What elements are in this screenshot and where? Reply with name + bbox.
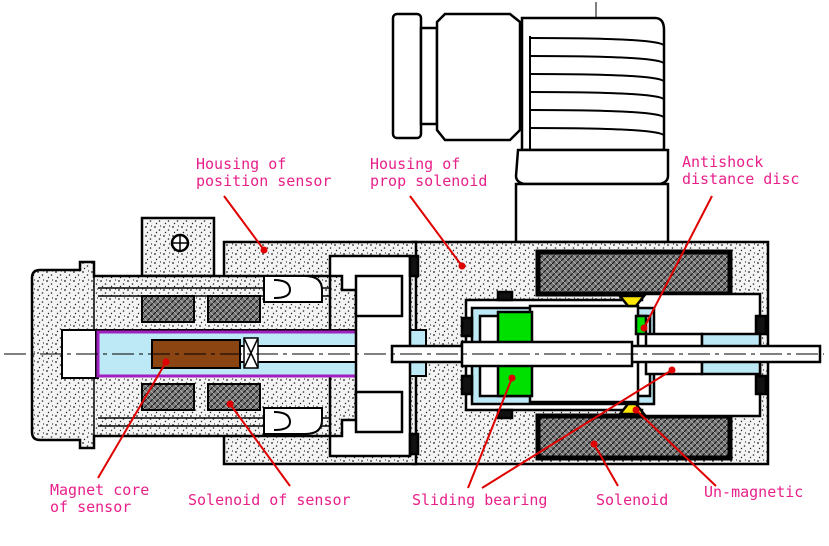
label-solenoid-of-sensor: Solenoid of sensor — [188, 491, 351, 509]
connector-plug — [391, 2, 670, 248]
label-housing-prop-solenoid-line2: prop solenoid — [370, 172, 488, 190]
label-housing-position-sensor-line1: Housing of — [196, 155, 287, 173]
label-antishock-distance-disc: Antishock distance disc — [682, 154, 799, 188]
label-magnet-core-line2: of sensor — [50, 498, 132, 516]
label-antishock-line1: Antishock — [682, 153, 764, 171]
label-housing-position-sensor: Housing of position sensor — [196, 156, 331, 190]
label-housing-prop-solenoid-line1: Housing of — [370, 155, 461, 173]
label-housing-position-sensor-line2: position sensor — [196, 172, 332, 190]
label-solenoid: Solenoid — [596, 491, 669, 509]
label-magnet-core-line1: Magnet core — [50, 481, 150, 499]
main-shaft — [4, 340, 824, 368]
label-magnet-core-of-sensor: Magnet core of sensor — [50, 482, 149, 516]
label-sliding-bearing: Sliding bearing — [412, 491, 548, 509]
flange — [328, 254, 420, 458]
leader-lines — [97, 195, 717, 489]
label-un-magnetic: Un-magnetic — [704, 483, 804, 501]
label-housing-prop-solenoid: Housing of prop solenoid — [370, 156, 487, 190]
label-antishock-line2: distance disc — [682, 170, 800, 188]
